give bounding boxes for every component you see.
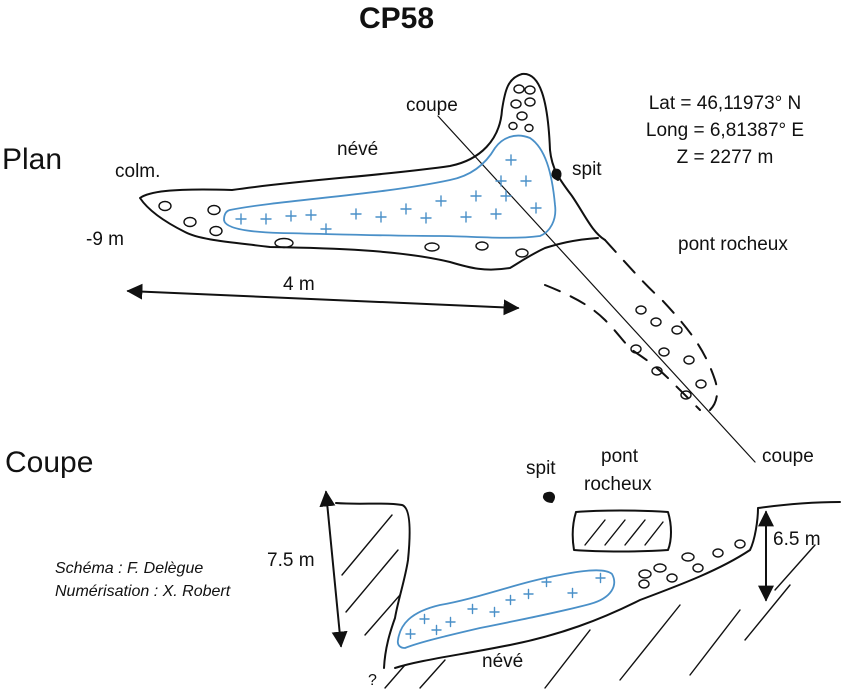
- spit-mark-plan: [551, 168, 562, 181]
- pont-rocheux-outline-left: [544, 284, 701, 411]
- colm-label: colm.: [115, 161, 161, 182]
- plan-snow: [223, 134, 557, 239]
- coupe-heading: Coupe: [5, 446, 94, 479]
- coupe-line-label-bottom: coupe: [762, 446, 814, 467]
- section-snow-outline: [396, 569, 616, 649]
- depth-label: -9 m: [86, 229, 124, 250]
- spit-label-plan: spit: [572, 159, 602, 180]
- neve-label-section: névé: [482, 651, 524, 672]
- pont-rocheux-label-plan: pont rocheux: [678, 234, 788, 255]
- section-snow-crosses: [405, 572, 606, 640]
- height-right-label: 6.5 m: [773, 529, 821, 550]
- pont-label-line1: pont: [601, 446, 638, 467]
- coupe-line-label-top: coupe: [406, 95, 458, 116]
- section-rocks: [638, 539, 746, 589]
- width-arrow: [126, 283, 520, 316]
- section-snow: [396, 569, 616, 649]
- diagram-title: CP58: [359, 2, 435, 35]
- section-left-wall: [335, 502, 411, 669]
- longitude-text: Long = 6,81387° E: [645, 120, 805, 141]
- unknown-continuation-label: ?: [368, 672, 377, 689]
- plan-cave-outline: [139, 72, 606, 271]
- plan-view: [126, 72, 756, 463]
- section-floor-line: [394, 501, 841, 669]
- plan-snow-crosses: [235, 154, 542, 235]
- spit-mark-section: [542, 491, 555, 503]
- section-pont-rocheux: [571, 509, 672, 553]
- neve-label-plan: névé: [337, 139, 379, 160]
- section-view: [319, 490, 841, 689]
- plan-heading: Plan: [2, 143, 63, 176]
- schema-credit: Schéma : F. Delègue: [55, 560, 204, 577]
- pont-rocheux-hatching: [584, 519, 664, 546]
- numerisation-credit: Numérisation : X. Robert: [55, 583, 231, 600]
- credits-block: Schéma : F. Delègue Numérisation : X. Ro…: [55, 557, 230, 603]
- coupe-section-line: [437, 115, 756, 463]
- pont-label-line2: rocheux: [584, 474, 652, 495]
- height-left-label: 7.5 m: [267, 550, 315, 571]
- floor-hatching: [384, 544, 816, 689]
- plan-snow-outline: [223, 134, 557, 239]
- latitude-text: Lat = 46,11973° N: [648, 93, 802, 114]
- height-left-arrow: [319, 490, 348, 648]
- coordinates-block: Lat = 46,11973° N Long = 6,81387° E Z = …: [625, 90, 825, 171]
- plan-rocks: [158, 84, 707, 400]
- spit-label-section: spit: [526, 458, 556, 479]
- left-wall-hatching: [341, 514, 401, 636]
- pont-rocheux-outline-right: [604, 239, 719, 411]
- altitude-text: Z = 2277 m: [676, 147, 774, 168]
